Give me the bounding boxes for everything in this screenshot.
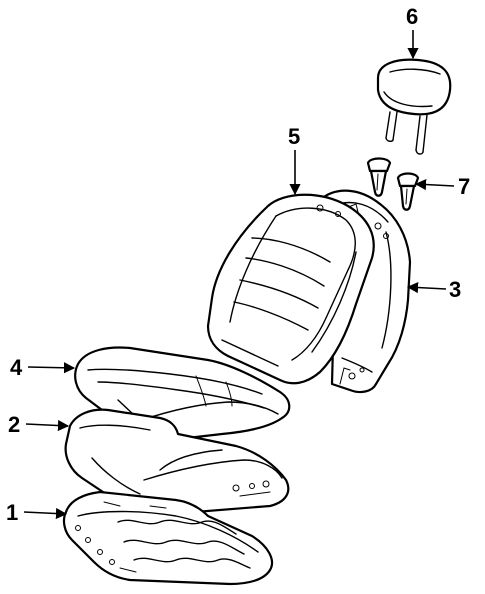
callout-3: 3 [406, 277, 461, 302]
callout-label-2: 2 [8, 412, 20, 437]
headrest-guides [366, 157, 420, 211]
leader-line-7 [414, 178, 455, 191]
callout-label-1: 1 [6, 500, 18, 525]
seat-cushion-pad [64, 408, 290, 516]
callout-label-7: 7 [458, 174, 470, 199]
guide-right [396, 172, 420, 211]
callout-6: 6 [406, 4, 419, 60]
headrest [376, 58, 452, 155]
leader-line-3 [406, 281, 447, 294]
leader-line-1 [23, 507, 68, 520]
callout-label-3: 3 [449, 277, 461, 302]
callout-1: 1 [6, 500, 68, 525]
guide-left [366, 157, 392, 197]
callout-7: 7 [414, 174, 470, 199]
seat-frame [62, 490, 274, 586]
callout-label-4: 4 [10, 355, 23, 380]
callout-label-6: 6 [406, 4, 418, 29]
callout-5: 5 [288, 124, 301, 196]
callout-4: 4 [10, 355, 76, 380]
leader-line-2 [25, 419, 70, 432]
callout-2: 2 [8, 412, 70, 437]
callout-label-5: 5 [288, 124, 300, 149]
seatback-cover [206, 193, 375, 385]
leader-line-4 [27, 362, 76, 374]
